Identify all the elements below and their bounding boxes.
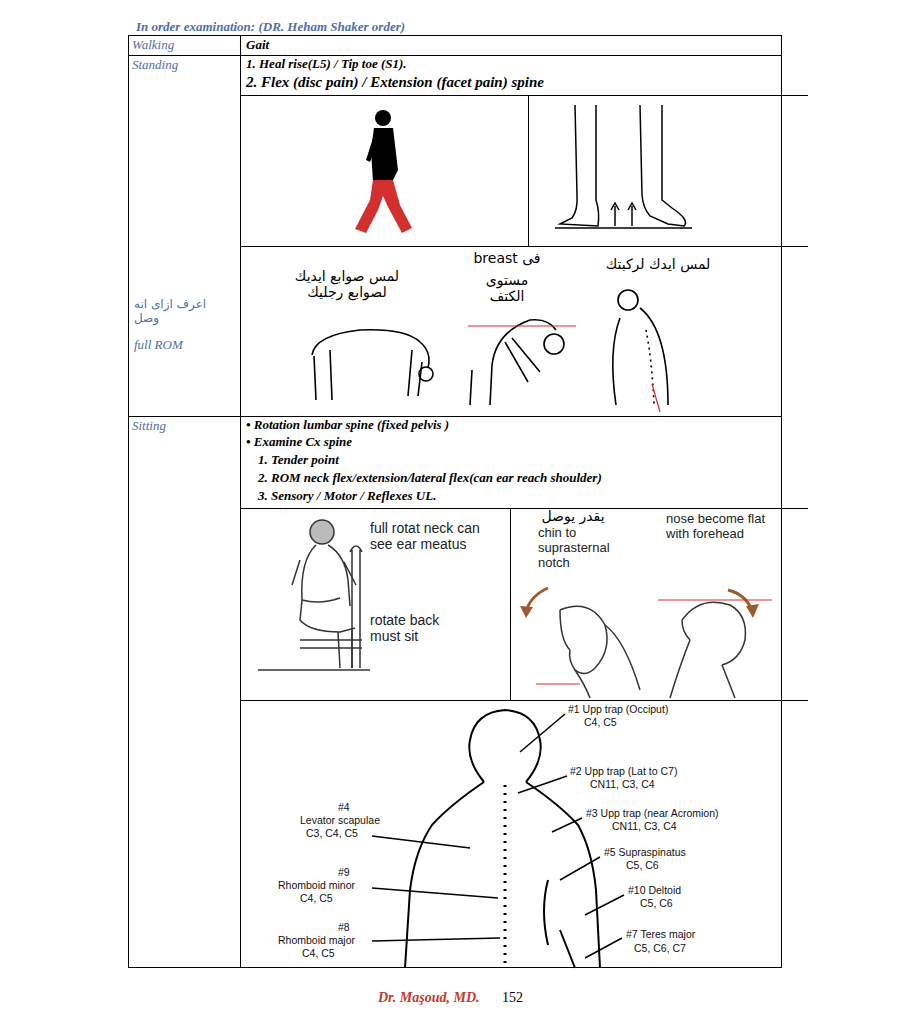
callout-label: C4, C5 (302, 947, 335, 959)
arabic-note: اعرف ازاى انه وصل (134, 298, 226, 326)
callout-label: C5, C6, C7 (634, 942, 686, 954)
callout-label: #9 (338, 866, 350, 878)
leader-lines (372, 714, 624, 958)
callout-label: #8 (338, 921, 350, 933)
footer-author: Dr. Maşoud, MD. (378, 990, 480, 1006)
flexion-figures (312, 290, 668, 405)
arabic-note: يقدر يوصل (538, 508, 608, 524)
page-number: 152 (502, 990, 523, 1006)
callout-label: C4, C5 (584, 716, 617, 728)
table-grid (128, 35, 808, 968)
arabic-note: لمس ايدك لركبتك (598, 256, 718, 272)
page-title: In order examination: (DR. Heham Shaker … (136, 20, 405, 35)
callout-label: #1 Upp trap (Occiput) (568, 703, 668, 715)
cell-text: • Examine Cx spine (246, 435, 352, 450)
cell-text: • Rotation lumbar spine (fixed pelvis ) (246, 418, 449, 433)
row-heading: Walking (132, 38, 174, 53)
callout-label: C5, C6 (640, 897, 673, 909)
callout-label: Levator scapulae (300, 814, 380, 826)
callout-label: CN11, C3, C4 (612, 820, 677, 832)
row-heading: Standing (132, 58, 178, 73)
note-text: full rotat neck can see ear meatus (370, 520, 482, 552)
callout-label: C5, C6 (626, 859, 659, 871)
callout-label: #10 Deltoid (628, 884, 681, 896)
note-text: chin to suprasternal notch (538, 526, 633, 571)
feet-tiptoe (555, 105, 692, 228)
row-heading: full ROM (134, 338, 183, 353)
callout-label: #2 Upp trap (Lat to C7) (570, 765, 677, 777)
cell-text: 1. Tender point (258, 453, 339, 468)
cell-text: 3. Sensory / Motor / Reflexes UL. (258, 489, 436, 504)
callout-label: Rhomboid major (278, 934, 355, 946)
callout-label: CN11, C3, C4 (590, 778, 655, 790)
spine-dots (504, 785, 507, 968)
callout-label: Rhomboid minor (278, 879, 355, 891)
callout-label: #4 (338, 801, 350, 813)
note-text: nose become flat with forehead (666, 512, 766, 542)
callout-label: #3 Upp trap (near Acromion) (586, 807, 718, 819)
callout-label: #7 Teres major (626, 928, 695, 940)
back-outline (405, 710, 600, 968)
arabic-note: فى breast (462, 250, 552, 266)
cell-text: Gait (246, 38, 269, 53)
callout-label: #5 Supraspinatus (604, 846, 686, 858)
walking-figure (355, 110, 412, 233)
sitting-figure (258, 520, 370, 670)
cell-text: 2. ROM neck flex/extension/lateral flex(… (258, 471, 602, 486)
neck-figures (560, 602, 745, 698)
note-text: rotate back must sit (370, 612, 470, 644)
cell-text: 1. Heal rise(L5) / Tip toe (S1). (246, 57, 407, 72)
cell-text: 2. Flex (disc pain) / Extension (facet p… (246, 74, 544, 91)
row-heading: Sitting (132, 419, 166, 434)
callout-label: C3, C4, C5 (306, 827, 358, 839)
arabic-note: مستوى الكتف (478, 272, 536, 304)
callout-label: C4, C5 (300, 892, 333, 904)
arabic-note: لمس صوابع ايديك لصوابع رجليك (282, 268, 412, 300)
